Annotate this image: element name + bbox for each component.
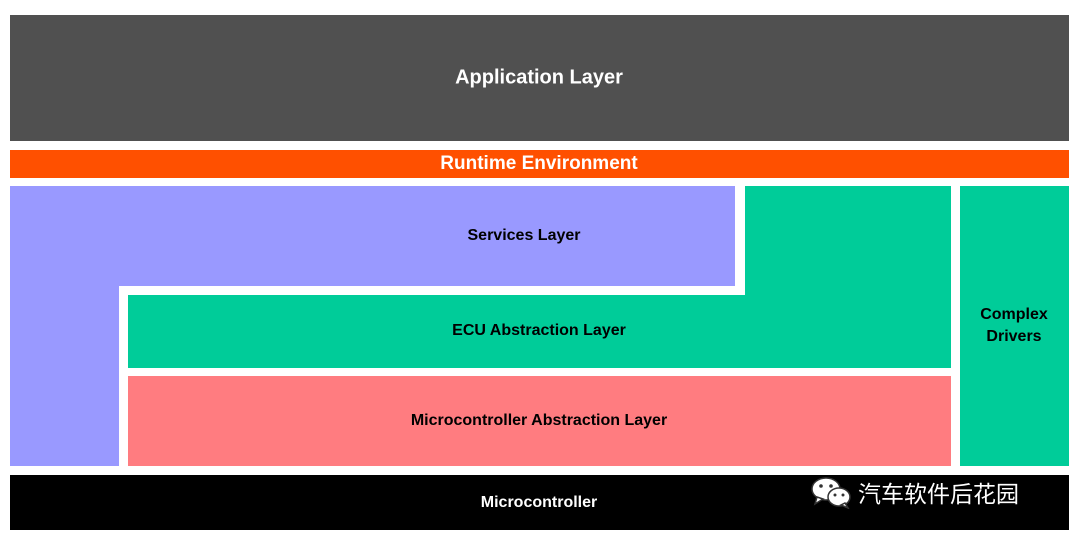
ecu-abstraction-layer-block [128, 295, 951, 368]
watermark: 汽车软件后花园 [810, 474, 1019, 510]
microcontroller-abstraction-layer-block [128, 376, 951, 466]
complex-drivers-block [960, 186, 1069, 466]
runtime-environment-block [10, 150, 1069, 178]
application-layer-block [10, 15, 1069, 141]
services-layer-label: Services Layer [467, 227, 581, 244]
watermark-text: 汽车软件后花园 [858, 482, 1019, 508]
services-layer-side-block [10, 286, 119, 466]
complex-drivers-label: Complex Drivers [980, 306, 1048, 345]
ecu-abstraction-layer-label: ECU Abstraction Layer [452, 322, 626, 339]
application-layer-label: Application Layer [455, 66, 623, 89]
microcontroller-abstraction-layer-label: Microcontroller Abstraction Layer [410, 412, 668, 429]
runtime-environment-label: Runtime Environment [440, 153, 638, 174]
wechat-icon [811, 477, 851, 509]
microcontroller-block [10, 475, 1069, 530]
microcontroller-label: Microcontroller [480, 494, 598, 511]
services-layer-block [10, 186, 735, 286]
